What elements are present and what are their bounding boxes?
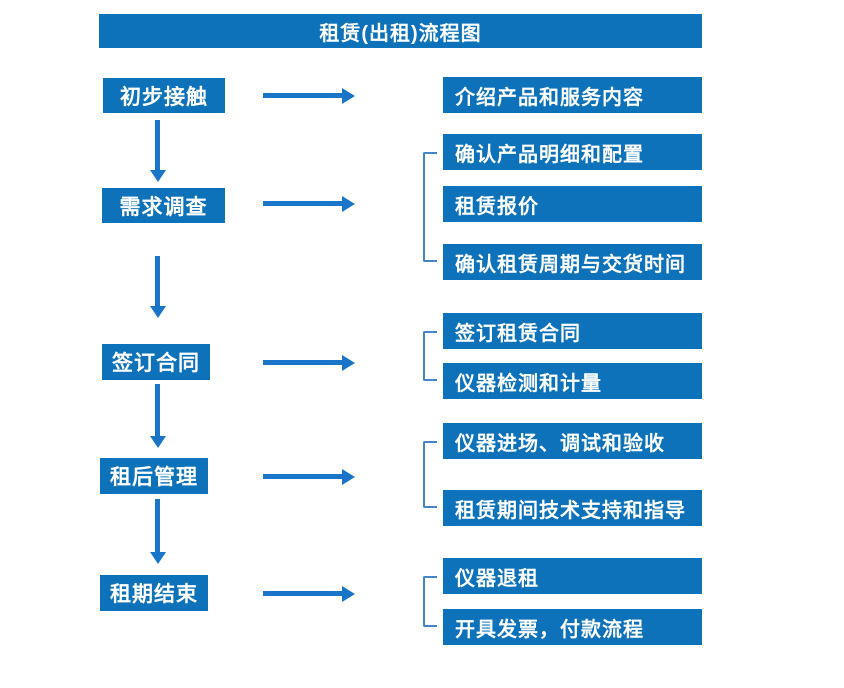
- step-box-demand-survey: 需求调查: [102, 188, 225, 223]
- output-box-confirm-details: 确认产品明细和配置: [443, 134, 702, 170]
- right-arrow-4: [263, 469, 355, 485]
- output-box-instrument-return: 仪器退租: [443, 558, 702, 594]
- down-arrow-4: [150, 499, 166, 564]
- right-arrow-2: [263, 196, 355, 212]
- output-box-introduce-products: 介绍产品和服务内容: [443, 77, 702, 113]
- bracket-sign-contract-group: [423, 331, 437, 381]
- step-box-rental-end: 租期结束: [100, 575, 208, 611]
- output-box-tech-support: 租赁期间技术支持和指导: [443, 490, 702, 526]
- output-box-confirm-period: 确认租赁周期与交货时间: [443, 244, 702, 280]
- output-box-instrument-testing: 仪器检测和计量: [443, 363, 702, 399]
- right-arrow-1: [263, 88, 355, 104]
- down-arrow-2: [150, 256, 166, 318]
- down-arrow-1: [150, 120, 166, 182]
- right-arrow-3: [263, 355, 355, 371]
- output-box-rental-quote: 租赁报价: [443, 186, 702, 222]
- bracket-demand-survey-group: [423, 152, 437, 262]
- right-arrow-5: [263, 586, 355, 602]
- output-box-invoice-payment: 开具发票，付款流程: [443, 609, 702, 645]
- step-box-sign-contract: 签订合同: [102, 344, 210, 380]
- bracket-post-rental-group: [423, 441, 437, 508]
- step-box-post-rental: 租后管理: [100, 458, 208, 494]
- flowchart-title: 租赁(出租)流程图: [99, 14, 702, 48]
- down-arrow-3: [150, 384, 166, 448]
- output-box-instrument-entry: 仪器进场、调试和验收: [443, 423, 702, 459]
- step-box-initial-contact: 初步接触: [103, 78, 225, 113]
- output-box-sign-rental-contract: 签订租赁合同: [443, 313, 702, 349]
- bracket-rental-end-group: [423, 576, 437, 627]
